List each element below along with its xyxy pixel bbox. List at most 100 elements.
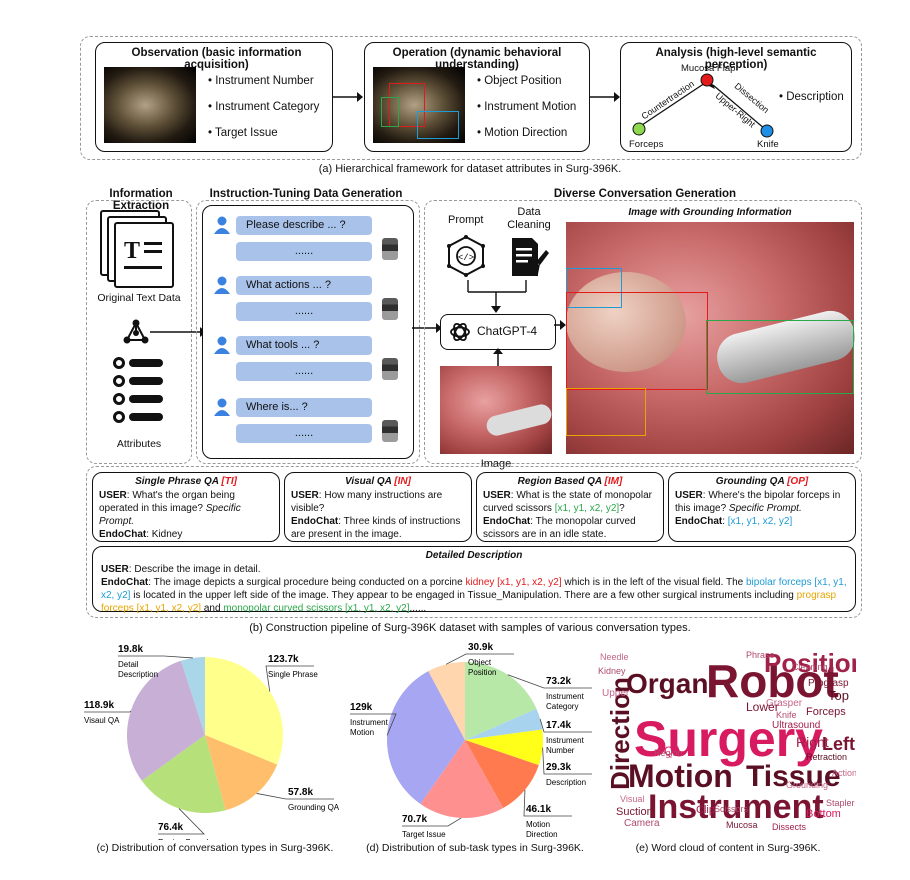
- attributes-list-icon: [113, 357, 163, 423]
- detailed-description: Detailed Description USER: Describe the …: [92, 546, 856, 614]
- word-kidney: Kidney: [598, 666, 626, 676]
- pie-value-label: 76.4k: [158, 822, 183, 833]
- arrow-a1: [333, 92, 363, 102]
- word-visual: Visual: [620, 794, 645, 804]
- pie-category-label: Target Issue: [402, 830, 446, 839]
- pie-leader-line: [542, 747, 592, 775]
- surgeon-avatar-icon: [382, 298, 398, 320]
- chat-row-1: Please describe ... ? ......: [208, 214, 408, 264]
- pie-slice-object-position: [428, 662, 465, 740]
- word-surgery: Surgery: [634, 711, 823, 767]
- analysis-box: Analysis (high-level semantic perception…: [620, 42, 852, 152]
- word-stapler: Stapler: [826, 798, 855, 808]
- pie-value-label: 46.1k: [526, 804, 551, 815]
- pie-leader-line: [265, 665, 314, 692]
- word-forceps: Forceps: [806, 706, 846, 718]
- prompt-label: Prompt: [448, 214, 484, 226]
- arrow-gpt-to-image: [554, 320, 566, 330]
- word-position: Position: [764, 648, 856, 678]
- original-text-label: Original Text Data: [97, 292, 181, 304]
- pie-value-label: 118.9k: [84, 700, 114, 711]
- observation-title: Observation (basic information acquisiti…: [131, 47, 302, 71]
- operation-box: Operation (dynamic behavioral understand…: [364, 42, 590, 152]
- pie-leader-line: [523, 789, 572, 817]
- obs-item-3: • Target Issue: [208, 127, 278, 139]
- data-cleaning-icon: [512, 238, 549, 276]
- pie-category-label: Visaul QA: [84, 716, 120, 725]
- word-clip: Clip: [696, 804, 715, 816]
- word-instrument: Instrument: [648, 788, 824, 826]
- word-ultrasound: Ultrasound: [772, 720, 821, 731]
- word-knife: Knife: [776, 710, 797, 720]
- pie-slice-instrument-motion: [387, 671, 465, 805]
- pie-leader-line: [507, 674, 592, 689]
- pie-slice-detail-description: [180, 657, 205, 735]
- caption-a: (a) Hierarchical framework for dataset a…: [318, 163, 622, 175]
- surgeon-avatar-icon: [382, 420, 398, 442]
- user-avatar-icon: [214, 276, 230, 294]
- chatgpt-box: ChatGPT-4: [440, 314, 556, 350]
- prompt-bubble-2: What actions ... ?: [236, 276, 372, 295]
- bbox-red: [566, 292, 708, 390]
- pie-value-label: 17.4k: [546, 720, 571, 731]
- op-item-2: • Instrument Motion: [477, 101, 577, 113]
- pie-value-label: 19.8k: [118, 644, 143, 655]
- word-mucosa: Mucosa: [726, 820, 758, 830]
- caption-b: (b) Construction pipeline of Surg-396K d…: [249, 622, 691, 634]
- word-grasper: Grasper: [766, 698, 803, 709]
- bbox-orange: [566, 388, 646, 436]
- dcg-title: Diverse Conversation Generation: [553, 188, 737, 200]
- word-bottom: Bottom: [806, 808, 841, 820]
- bbox-green: [706, 320, 854, 394]
- pie-value-label: 129k: [350, 702, 373, 713]
- pie-leader-line: [158, 808, 205, 835]
- pie-slice-grounding-qa: [205, 735, 278, 811]
- grounding-image: [566, 222, 860, 454]
- observation-box: Observation (basic information acquisiti…: [95, 42, 333, 152]
- endoscope-image: [104, 67, 196, 143]
- pie-leader-line: [84, 710, 132, 713]
- visual-qa: Visual QA [IN] USER: How many instructio…: [284, 472, 472, 542]
- pie-slice-instrument-category: [465, 662, 537, 740]
- word-retraction: Retraction: [806, 752, 848, 762]
- word-camera: Camera: [624, 818, 660, 829]
- word-prograsp: Prograsp: [808, 678, 849, 689]
- analysis-graph: [632, 73, 774, 138]
- obs-item-1: • Instrument Number: [208, 75, 314, 87]
- caption-e: (e) Word cloud of content in Surg-396K.: [635, 842, 821, 854]
- dots-bubble-2: ......: [236, 302, 372, 321]
- pie-slice-visaul-qa: [127, 660, 205, 781]
- caption-d: (d) Distribution of sub-task types in Su…: [366, 842, 584, 854]
- word-phrase: Phrase: [746, 650, 775, 660]
- word-motion: Motion: [628, 758, 733, 794]
- grounding-title: Image with Grounding Information: [628, 207, 792, 218]
- surgeon-avatar-icon: [382, 238, 398, 260]
- arrows-to-gpt: [467, 280, 527, 313]
- word-cleaning: Cleaning: [792, 662, 828, 672]
- user-avatar-icon: [214, 398, 230, 416]
- word-right: Right: [796, 734, 829, 750]
- arrow-a2: [590, 92, 620, 102]
- pie-value-label: 30.9k: [468, 642, 493, 653]
- panel-a-frame: [80, 36, 862, 160]
- op-item-1: • Object Position: [477, 75, 562, 87]
- obs-item-2: • Instrument Category: [208, 101, 320, 113]
- word-lower: Lower: [746, 700, 779, 714]
- pie-category-label: Grounding QA: [288, 803, 340, 812]
- word-region: Region: [654, 748, 683, 758]
- prompt-bubble-4: Where is... ?: [236, 398, 372, 417]
- user-avatar-icon: [214, 336, 230, 354]
- dots-bubble-1: ......: [236, 242, 372, 261]
- document-stack-icon: T: [100, 210, 178, 288]
- chat-row-2: What actions ... ? ......: [208, 274, 408, 324]
- analysis-description: • Description: [779, 91, 844, 103]
- word-qa: QA: [664, 744, 682, 758]
- forceps-label: Forceps: [629, 139, 664, 150]
- chatgpt-label: ChatGPT-4: [477, 324, 538, 338]
- word-grounding: Grounding: [786, 780, 829, 790]
